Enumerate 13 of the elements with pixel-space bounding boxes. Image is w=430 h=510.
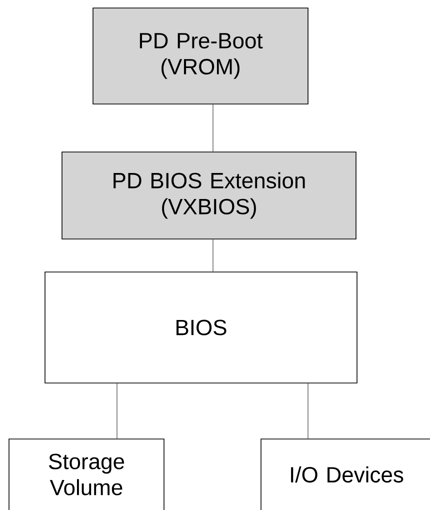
connector-line bbox=[212, 104, 214, 152]
process-box bbox=[44, 272, 358, 384]
box-label: PD BIOS Extension (VXBIOS) bbox=[114, 172, 305, 219]
box-label: Storage Volume bbox=[48, 454, 124, 496]
box-label: BIOS bbox=[176, 320, 226, 336]
process-box bbox=[62, 152, 356, 240]
process-box bbox=[92, 8, 308, 104]
connector-line bbox=[212, 239, 214, 272]
box-label: PD Pre-Boot (VROM) bbox=[140, 33, 263, 79]
process-box bbox=[260, 438, 430, 510]
box-label: I/O Devices bbox=[291, 466, 404, 483]
process-box bbox=[8, 438, 164, 510]
connector-line bbox=[116, 383, 118, 439]
